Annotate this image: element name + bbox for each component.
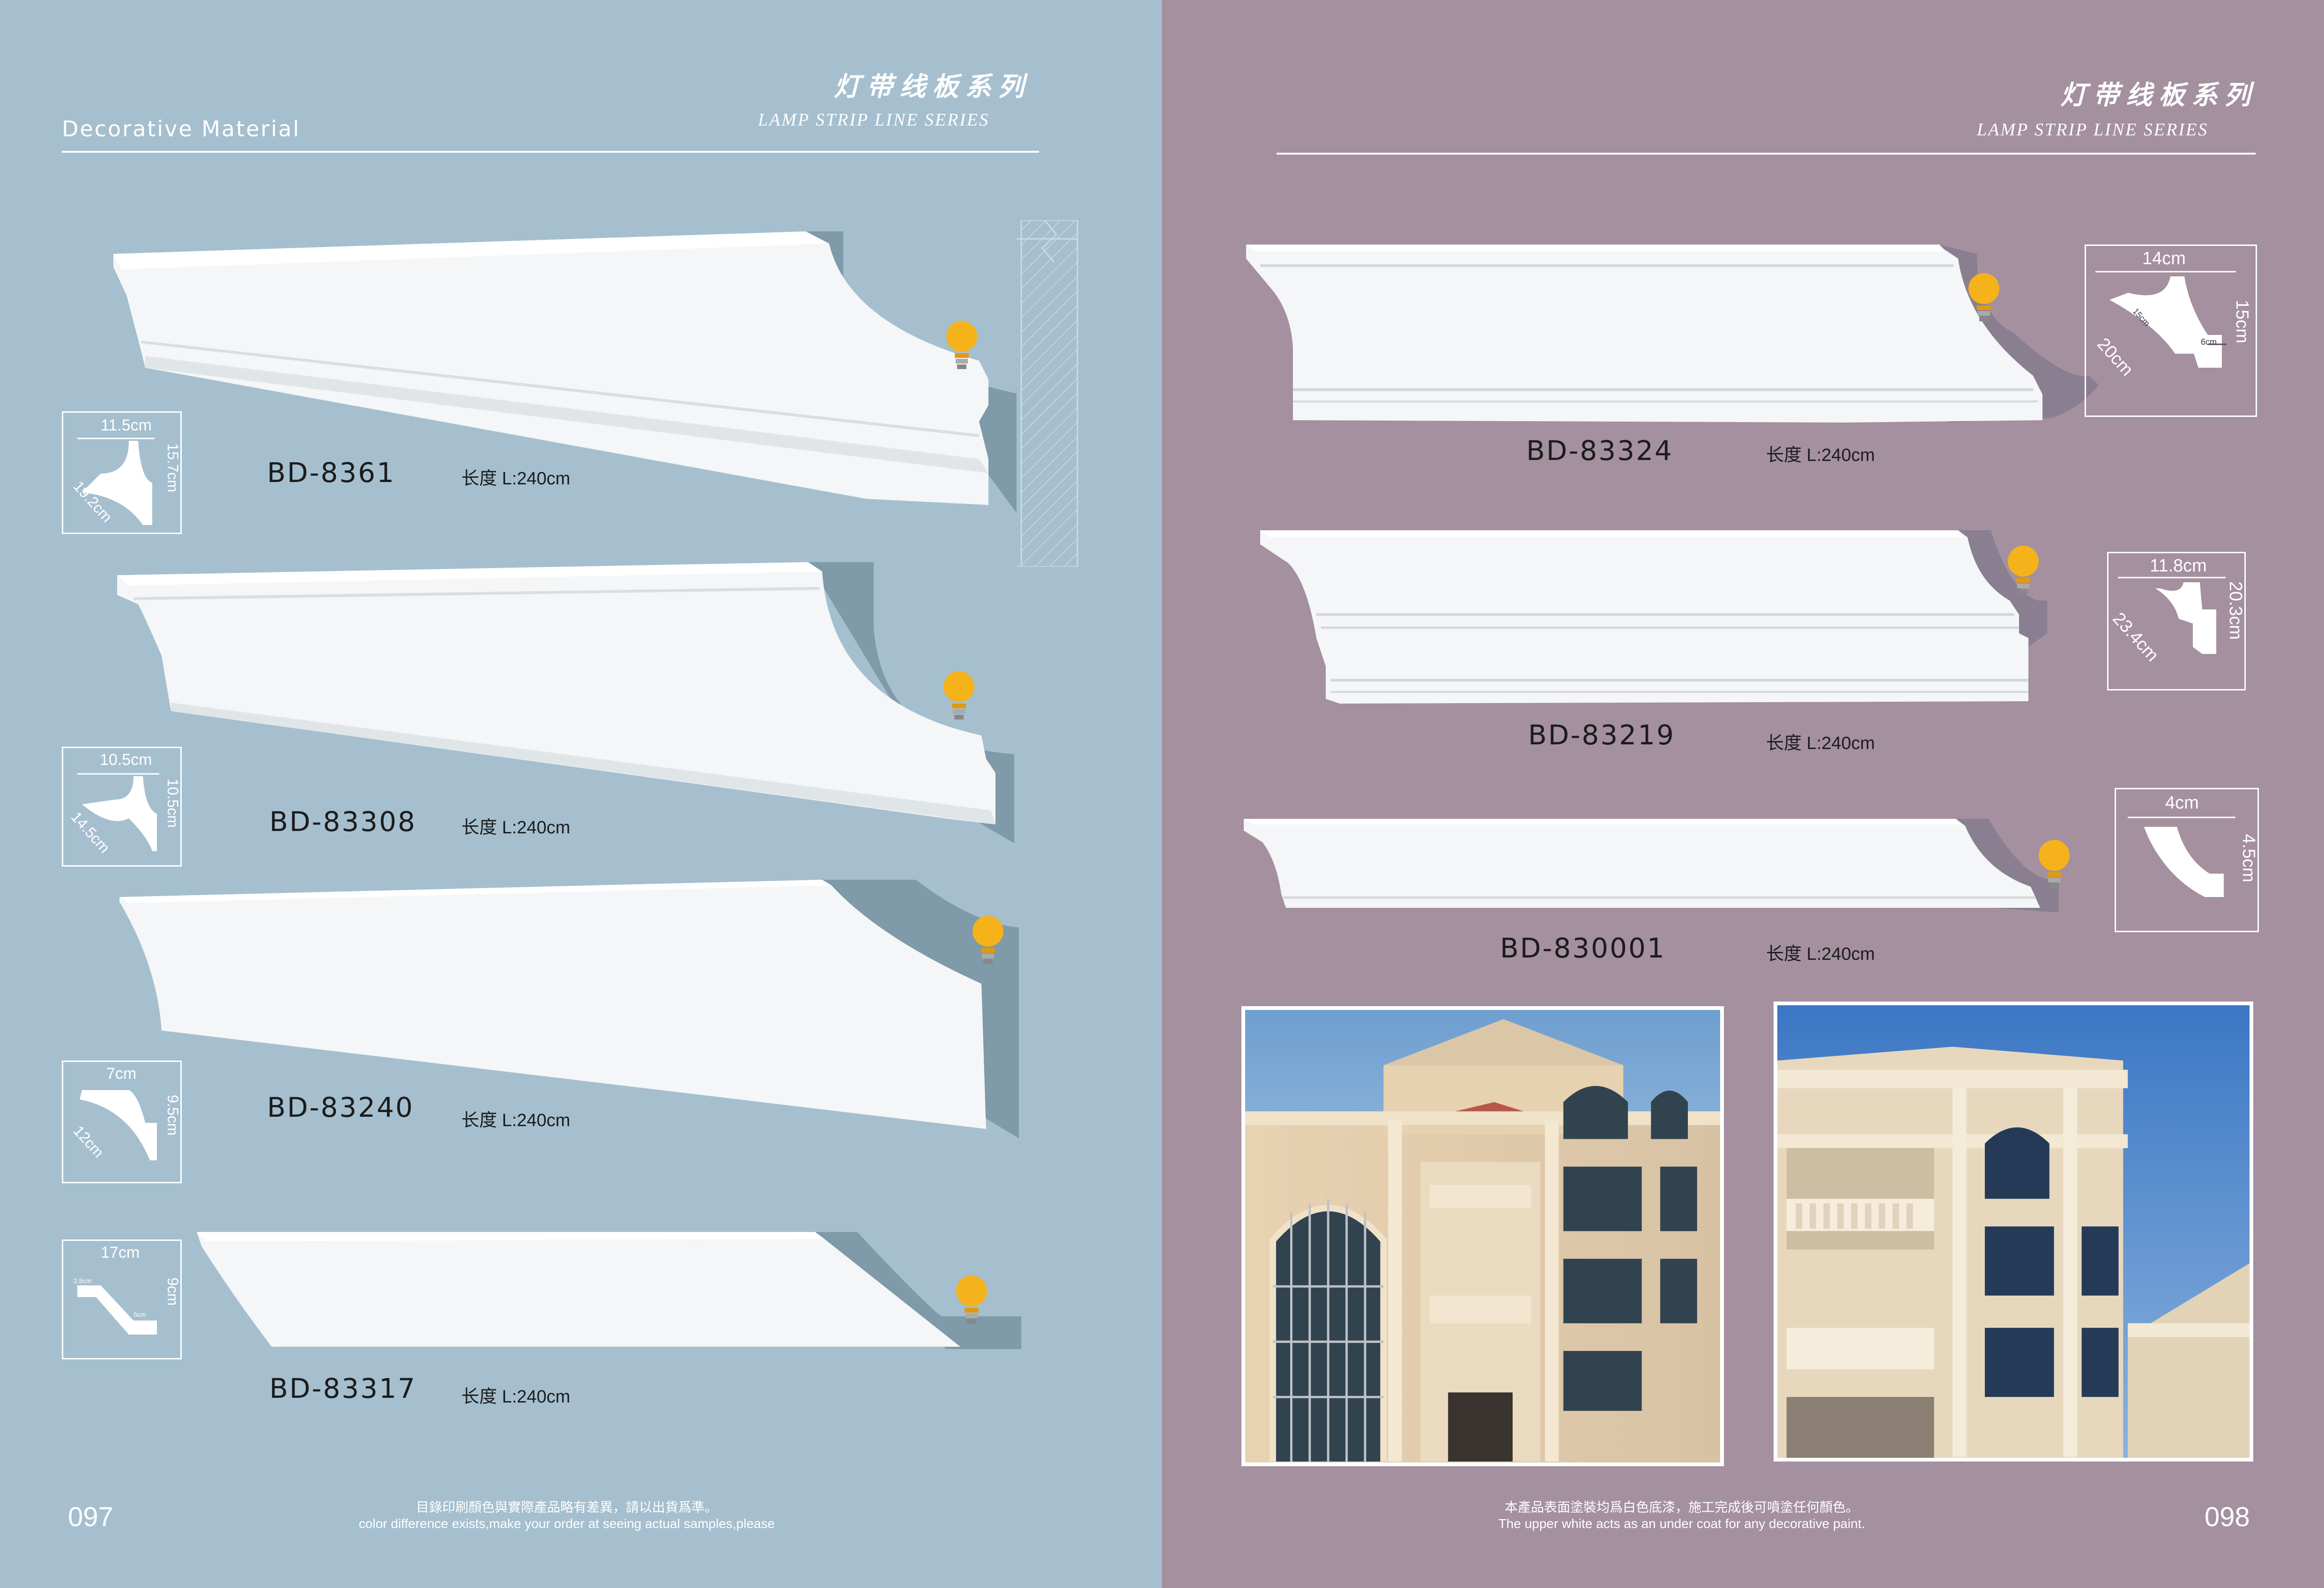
model-number: BD-83219: [1528, 719, 1675, 751]
dim-inner-b: 6cm: [2201, 337, 2217, 347]
profile-diagram-bd-83308: 10.5cm 10.5cm 14.5cm: [62, 747, 182, 867]
molding-bd-83308: [117, 562, 1014, 843]
dim-side: 20.3cm: [2226, 581, 2245, 640]
molding-bd-83317: [197, 1232, 1021, 1349]
model-number: BD-83317: [269, 1373, 416, 1404]
length-label: 长度 L:240cm: [1766, 734, 1875, 753]
series-title-cn: 灯带线板系列: [2060, 80, 2257, 111]
dim-top: 11.5cm: [101, 416, 152, 434]
bulb-icon: [946, 321, 977, 369]
molding-bd-83219: [1260, 530, 2047, 704]
length-label: 长度 L:240cm: [461, 818, 571, 838]
length-label: 长度 L:240cm: [461, 1111, 571, 1130]
dim-side: 9cm: [164, 1277, 181, 1306]
left-page: Decorative Material 灯带线板系列 LAMP STRIP LI…: [0, 0, 1162, 1588]
bulb-icon: [1968, 273, 1999, 321]
molding-bd-83324: [1246, 245, 2099, 423]
footer-note: 本產品表面塗裝均爲白色底漆，施工完成後可噴塗任何顏色。 The upper wh…: [1424, 1499, 1939, 1532]
series-title-cn: 灯带线板系列: [834, 71, 1031, 102]
wall-hatch-illustration: [1017, 220, 1078, 567]
brand-name: Decorative Material: [62, 116, 301, 141]
page-number: 097: [68, 1502, 113, 1532]
header-rule: [62, 151, 1039, 153]
footer-note-cn: 本產品表面塗裝均爲白色底漆，施工完成後可噴塗任何顏色。: [1504, 1500, 1859, 1514]
dim-side: 10.5cm: [164, 779, 181, 828]
header-rule: [1277, 153, 2256, 155]
footer-note-en: color difference exists,make your order …: [358, 1516, 775, 1531]
dim-small-b: 5cm: [134, 1311, 146, 1318]
building-photo-left: [1241, 1006, 1724, 1466]
length-label: 长度 L:240cm: [461, 1387, 571, 1407]
length-label: 长度 L:240cm: [1766, 944, 1875, 964]
series-title-en: LAMP STRIP LINE SERIES: [758, 110, 990, 130]
length-label: 长度 L:240cm: [1766, 445, 1875, 465]
bulb-icon: [973, 916, 1003, 964]
building-photo-right: [1774, 1002, 2253, 1462]
bulb-icon: [2008, 546, 2039, 594]
profile-diagram-bd-83324: 14cm 15cm 20cm 15cm 6cm: [2085, 245, 2257, 417]
series-title-en: LAMP STRIP LINE SERIES: [1977, 120, 2209, 140]
bulb-icon: [956, 1276, 987, 1324]
model-number: BD-8361: [267, 457, 395, 489]
bulb-icon: [2039, 840, 2070, 888]
model-number: BD-830001: [1500, 932, 1666, 964]
dim-side: 4.5cm: [2239, 834, 2258, 883]
model-number: BD-83240: [267, 1091, 414, 1123]
footer-note-cn: 目錄印刷顏色與實際產品略有差異，請以出貨爲準。: [416, 1500, 718, 1514]
profile-diagram-bd-83240: 7cm 9.5cm 12cm: [62, 1061, 182, 1183]
profile-diagram-bd-83317: 17cm 9cm 2.5cm 5cm: [62, 1239, 182, 1359]
dim-top: 4cm: [2165, 793, 2199, 813]
length-label: 长度 L:240cm: [461, 469, 571, 489]
bulb-icon: [943, 671, 974, 720]
profile-diagram-bd-83219: 11.8cm 20.3cm 23.4cm: [2107, 552, 2246, 690]
molding-bd-8361: [113, 231, 1017, 513]
footer-note-en: The upper white acts as an under coat fo…: [1498, 1516, 1865, 1531]
dim-side: 15.7cm: [164, 443, 181, 492]
dim-top: 14cm: [2142, 249, 2186, 268]
dim-side: 9.5cm: [164, 1095, 181, 1136]
molding-bd-83240: [119, 880, 1019, 1138]
dim-top: 7cm: [106, 1065, 137, 1083]
dim-small-a: 2.5cm: [74, 1277, 92, 1284]
molding-bd-830001: [1244, 819, 2059, 913]
page-number: 098: [2205, 1502, 2250, 1532]
dim-top: 10.5cm: [100, 751, 152, 769]
model-number: BD-83324: [1526, 435, 1673, 467]
footer-note: 目錄印刷顏色與實際產品略有差異，請以出貨爲準。 color difference…: [262, 1499, 871, 1532]
dim-top: 17cm: [101, 1244, 140, 1261]
profile-diagram-bd-830001: 4cm 4.5cm: [2115, 788, 2259, 932]
dim-top: 11.8cm: [2150, 556, 2207, 576]
dim-side: 15cm: [2232, 300, 2252, 343]
model-number: BD-83308: [269, 806, 416, 838]
profile-diagram-bd-8361: 11.5cm 15.7cm 19.2cm: [62, 411, 182, 534]
right-page: 灯带线板系列 LAMP STRIP LINE SERIES 14cm 15cm …: [1162, 0, 2324, 1588]
